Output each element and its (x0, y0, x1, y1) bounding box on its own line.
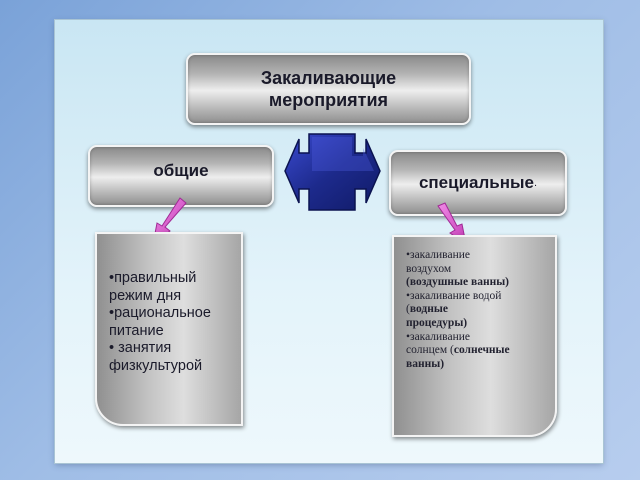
general-items-panel: •правильный режим дня •рациональное пита… (95, 232, 243, 426)
special-item-normal: солнцем ( (406, 344, 454, 357)
general-item-line: •рациональное (109, 305, 211, 321)
general-box: общие (88, 145, 274, 207)
general-item-line: физкультурой (109, 357, 203, 374)
special-item-line: •закаливание водой (406, 290, 549, 304)
special-item-bold: солнечные (453, 344, 510, 357)
special-label-suffix: . (533, 177, 538, 189)
general-label: общие (153, 161, 209, 180)
special-item-line: •закаливание (406, 249, 549, 263)
double-headed-cross-arrow-icon (284, 133, 381, 211)
title-box: Закаливающие мероприятия (186, 53, 471, 125)
special-item-normal: •закаливание водой (406, 289, 502, 302)
special-item-normal: воздухом (406, 262, 452, 275)
general-item-line: • занятия (109, 340, 172, 356)
special-label: специальные (418, 173, 534, 192)
special-item-line: (воздушные ванны) (406, 276, 549, 290)
special-item-bold: (воздушные ванны) (406, 276, 510, 289)
special-box: специальные. (389, 150, 567, 216)
special-item-bold: водные (409, 303, 448, 316)
special-item-normal: ( (406, 303, 410, 316)
special-item-line: процедуры) (406, 317, 549, 331)
special-item-bold: ванны) (406, 357, 445, 370)
special-item-line: ванны) (406, 358, 549, 372)
title-text: Закаливающие мероприятия (260, 68, 397, 110)
special-item-bold: процедуры) (406, 316, 468, 329)
special-item-normal: •закаливание (406, 330, 470, 343)
general-item-line: •правильный (109, 270, 197, 286)
general-item-line: режим дня (109, 287, 182, 304)
general-item-line: питание (109, 322, 164, 339)
special-item-normal: •закаливание (406, 249, 470, 261)
special-items-panel: •закаливание воздухом (воздушные ванны) … (392, 235, 557, 437)
special-item-line: солнцем (солнечные (406, 344, 549, 358)
arrow-down-icon (437, 202, 467, 246)
special-item-line: (водные (406, 303, 549, 317)
special-item-line: воздухом (406, 263, 549, 277)
special-item-line: •закаливание (406, 331, 549, 345)
